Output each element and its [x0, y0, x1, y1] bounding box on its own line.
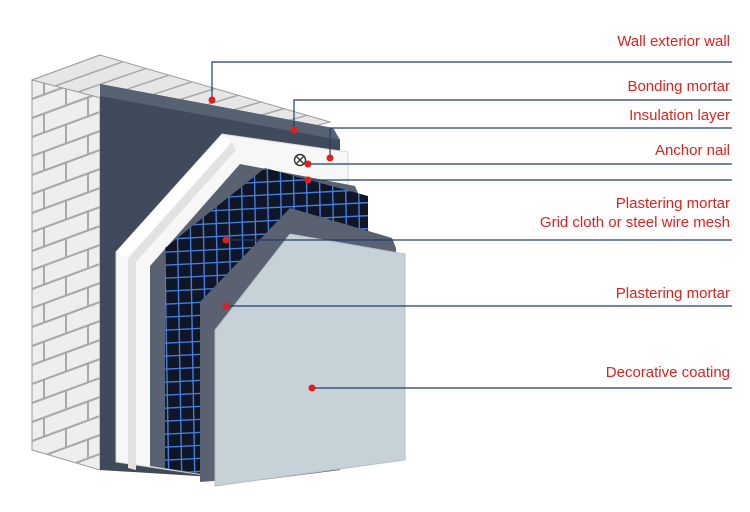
marker-mesh [222, 236, 230, 244]
label-insulation-layer: Insulation layer [629, 107, 730, 124]
marker-anchor [304, 160, 312, 168]
marker-plaster1 [304, 176, 312, 184]
leader-line-wall [211, 61, 732, 100]
marker-wall [208, 96, 216, 104]
marker-coating [308, 384, 316, 392]
anchor-nail-icon [293, 153, 307, 167]
label-grid-cloth: Grid cloth or steel wire mesh [539, 214, 730, 231]
label-decorative-coating: Decorative coating [605, 364, 730, 381]
marker-plaster2 [222, 302, 230, 310]
leader-line-bonding [293, 99, 732, 130]
leader-line-insulation [329, 127, 732, 158]
label-bonding-mortar: Bonding mortar [627, 78, 730, 95]
label-wall: Wall exterior wall [617, 33, 730, 50]
label-anchor-nail: Anchor nail [654, 142, 730, 159]
bonding-mortar-top [100, 84, 340, 140]
label-plastering-mortar-1: Plastering mortar [615, 195, 730, 212]
marker-bonding [290, 126, 298, 134]
decorative-coating-layer [214, 233, 406, 487]
label-plastering-mortar-2: Plastering mortar [615, 285, 730, 302]
marker-insulation [326, 154, 334, 162]
